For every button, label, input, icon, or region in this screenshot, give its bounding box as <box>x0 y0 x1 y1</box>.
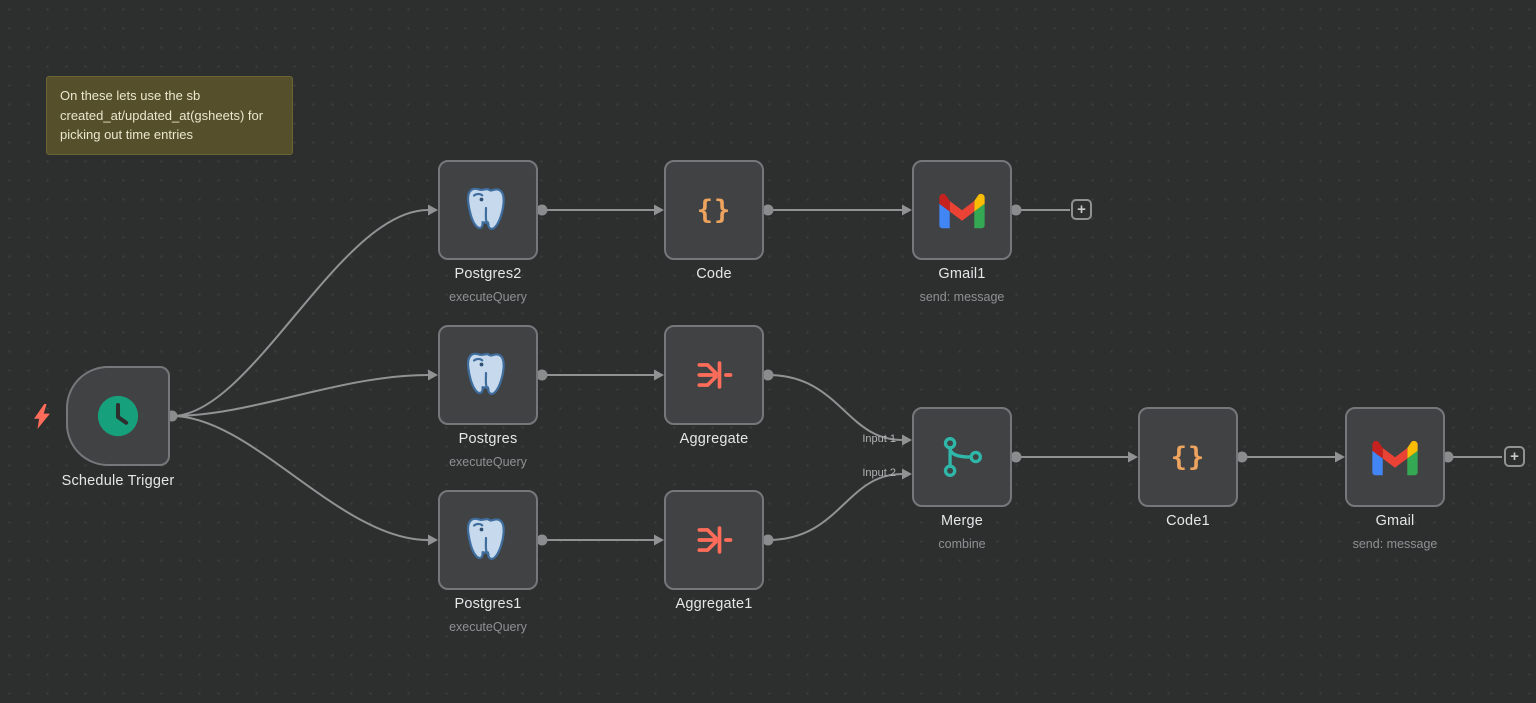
gmail-icon <box>1372 439 1418 476</box>
output-port-dots[interactable] <box>166 204 1454 546</box>
aggregate-icon <box>692 518 736 562</box>
merge-icon <box>940 435 984 479</box>
node-postgres1[interactable] <box>438 490 538 590</box>
merge-input1-label: Input 1 <box>862 433 896 445</box>
node-aggregate[interactable] <box>664 325 764 425</box>
node-label-code1: Code1 <box>1166 513 1210 529</box>
node-sublabel-postgres1: executeQuery <box>449 620 527 634</box>
aggregate-icon <box>692 353 736 397</box>
node-label-postgres1: Postgres1 <box>454 596 522 612</box>
node-label-schedule-trigger: Schedule Trigger <box>61 473 175 489</box>
edge-trigger-postgres1[interactable] <box>171 415 429 541</box>
node-label-merge: Merge <box>940 513 984 529</box>
add-node-button-top[interactable]: + <box>1071 199 1092 220</box>
postgres-icon <box>464 351 512 399</box>
plus-icon: + <box>1077 201 1086 218</box>
node-code1[interactable]: {} <box>1138 407 1238 507</box>
node-sublabel-postgres: executeQuery <box>449 455 527 469</box>
node-postgres[interactable] <box>438 325 538 425</box>
merge-input2-label: Input 2 <box>862 467 896 479</box>
edge-trigger-postgres[interactable] <box>171 374 429 417</box>
code-icon: {} <box>1170 441 1206 473</box>
node-sublabel-postgres2: executeQuery <box>449 290 527 304</box>
edge-trigger-postgres2[interactable] <box>171 209 429 417</box>
node-merge[interactable] <box>912 407 1012 507</box>
node-label-aggregate1: Aggregate1 <box>675 596 753 612</box>
edge-aggregate-merge[interactable] <box>767 374 903 441</box>
clock-icon <box>95 393 141 439</box>
sticky-note[interactable]: On these lets use the sb created_at/upda… <box>46 76 293 155</box>
node-code[interactable]: {} <box>664 160 764 260</box>
node-label-aggregate: Aggregate <box>679 431 749 447</box>
node-label-gmail1: Gmail1 <box>938 266 986 282</box>
node-postgres2[interactable] <box>438 160 538 260</box>
node-sublabel-merge: combine <box>938 537 986 551</box>
node-label-code: Code <box>696 266 732 282</box>
node-sublabel-gmail: send: message <box>1352 537 1438 551</box>
edge-aggregate1-merge[interactable] <box>767 473 903 541</box>
lightning-bolt-icon <box>34 404 50 429</box>
add-node-button-bottom[interactable]: + <box>1504 446 1525 467</box>
node-gmail[interactable] <box>1345 407 1445 507</box>
input-port-arrows <box>428 204 1345 546</box>
node-sublabel-gmail1: send: message <box>919 290 1005 304</box>
node-label-postgres2: Postgres2 <box>454 266 522 282</box>
node-label-gmail: Gmail <box>1375 513 1415 529</box>
node-gmail1[interactable] <box>912 160 1012 260</box>
plus-icon: + <box>1510 448 1519 465</box>
code-icon: {} <box>696 194 732 226</box>
node-label-postgres: Postgres <box>458 431 518 447</box>
edge-paths <box>171 209 1502 541</box>
node-aggregate1[interactable] <box>664 490 764 590</box>
postgres-icon <box>464 186 512 234</box>
node-schedule-trigger[interactable] <box>66 366 170 466</box>
gmail-icon <box>939 192 985 229</box>
postgres-icon <box>464 516 512 564</box>
